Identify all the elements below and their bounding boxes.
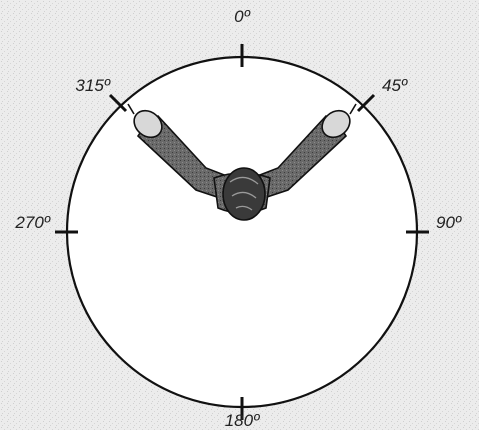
angle-label-315: 315º: [75, 76, 110, 95]
angle-label-45: 45º: [382, 76, 408, 95]
angle-label-90: 90º: [436, 213, 462, 232]
angle-label-0: 0º: [234, 7, 250, 26]
angle-label-270: 270º: [14, 213, 50, 232]
compass-circle: [67, 57, 417, 407]
head: [223, 168, 265, 220]
angle-label-180: 180º: [225, 411, 260, 430]
